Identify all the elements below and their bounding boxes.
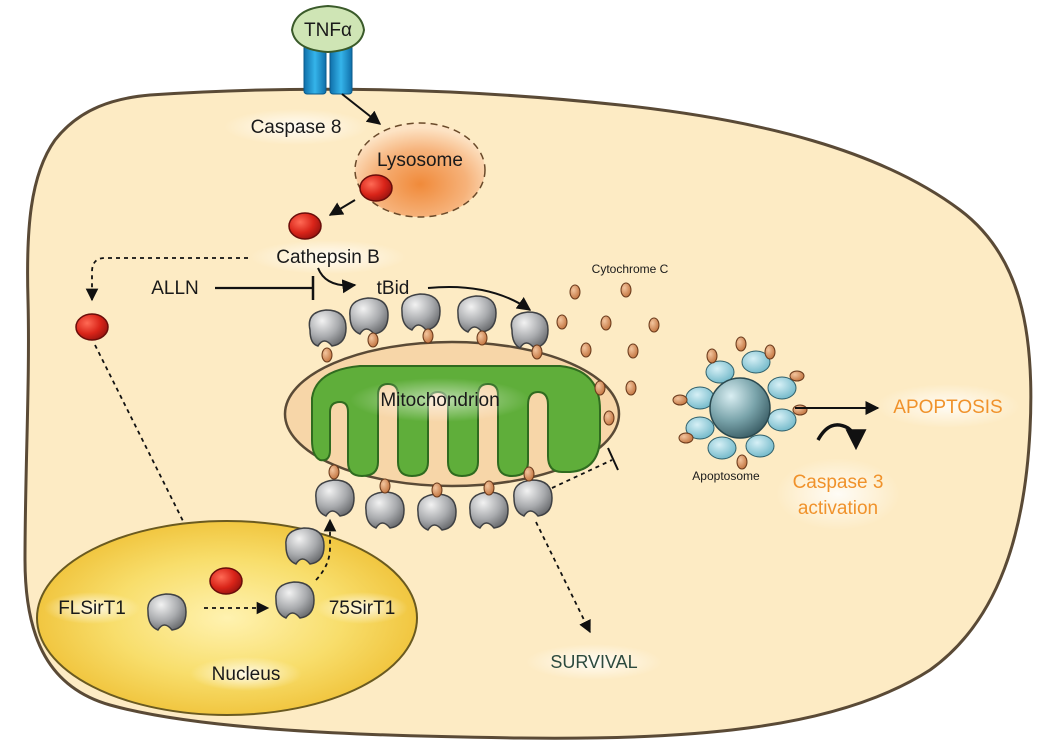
alln-label: ALLN: [151, 278, 199, 299]
cathepsin-b-icon: [75, 313, 109, 341]
tnf-receptor-icon: [290, 4, 366, 95]
tnf-label: TNFα: [304, 20, 352, 41]
caspase-3-label-line2: activation: [798, 498, 878, 519]
cathepsin-b-icon: [288, 212, 322, 240]
lysosome-label: Lysosome: [377, 150, 463, 171]
caspase-3-label-line1: Caspase 3: [793, 472, 884, 493]
cytochrome-c-icon: [556, 282, 660, 426]
cathepsin-b-icon: [209, 567, 243, 595]
nucleus: [36, 520, 418, 716]
flsirt1-label: FLSirT1: [58, 598, 126, 619]
cytochrome-c-icon: [321, 328, 543, 363]
tbid-label: tBid: [377, 278, 410, 299]
mitochondrion: [283, 340, 621, 488]
apoptosome-icon: [672, 336, 808, 470]
nucleus-label: Nucleus: [212, 664, 281, 685]
apoptosis-label: APOPTOSIS: [893, 397, 1002, 418]
mitochondrion-label: Mitochondrion: [380, 390, 499, 411]
caspase-8-label: Caspase 8: [251, 117, 342, 138]
sirt1-icon: [308, 293, 549, 349]
survival-label: SURVIVAL: [550, 652, 637, 672]
apoptosome-label: Apoptosome: [692, 469, 760, 483]
cathepsin-b-label: Cathepsin B: [276, 247, 380, 268]
cytochrome-c-icon: [328, 464, 535, 498]
cathepsin-b-icon: [359, 174, 393, 202]
cytochrome-c-label: Cytochrome C: [592, 262, 669, 276]
sirt1-icon: [147, 527, 325, 631]
75sirt1-label: 75SirT1: [329, 598, 396, 619]
sirt1-icon: [315, 479, 553, 531]
